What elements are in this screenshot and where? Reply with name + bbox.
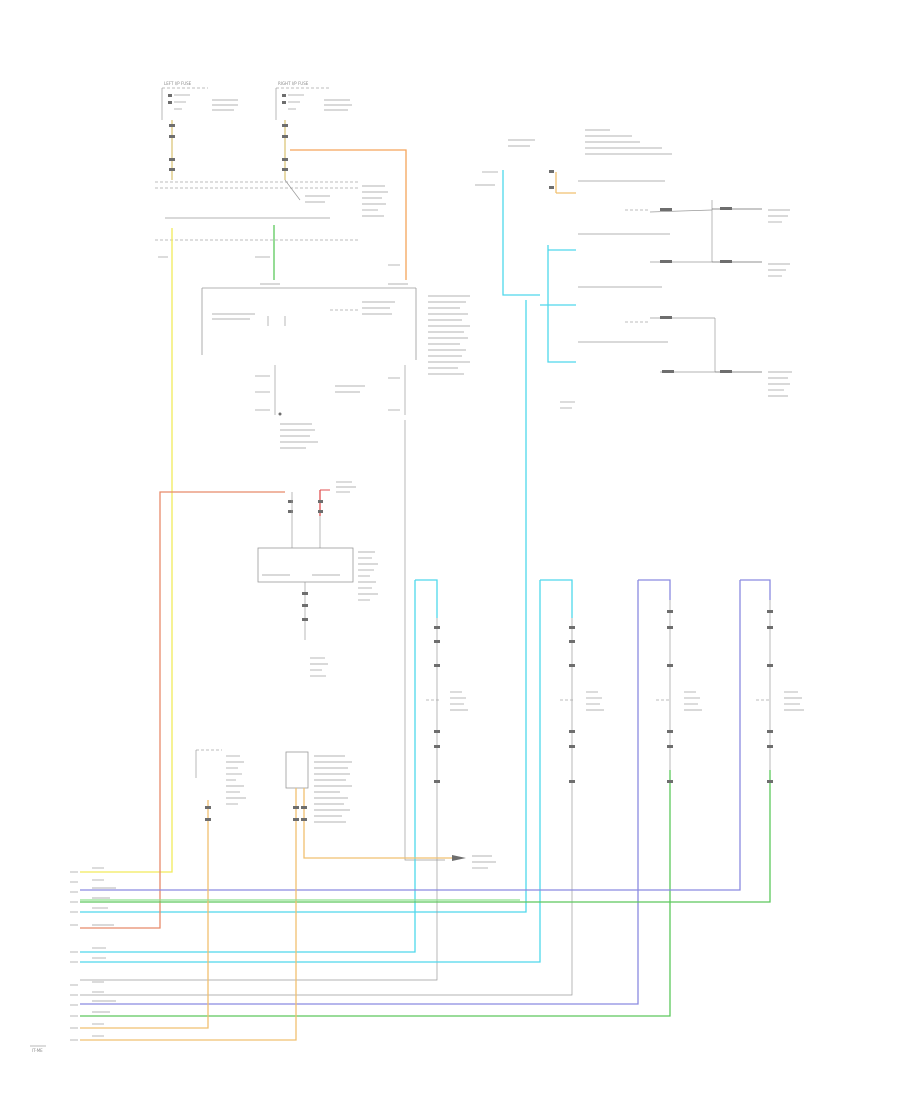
lower-module-left	[80, 749, 246, 1029]
bus-connector-pins	[30, 867, 116, 1047]
control-module	[201, 283, 470, 449]
label-left-fuse: LEFT I/P FUSE	[164, 81, 192, 86]
page-code: IT-ME	[32, 1048, 43, 1053]
wire-salmon-main	[80, 491, 285, 929]
column-4	[80, 579, 804, 903]
door-switch-section	[475, 129, 792, 409]
lower-module-right	[80, 751, 455, 1041]
column-1	[80, 579, 468, 981]
fuse-block-right	[275, 87, 352, 120]
column-3	[80, 579, 702, 1017]
splice-block	[155, 179, 388, 241]
column-2	[80, 579, 604, 996]
wire-cyan-door-main	[502, 170, 540, 296]
wire-orange-top	[290, 149, 407, 280]
wire-gray-module	[404, 420, 445, 861]
wire-cyan-door-2	[547, 245, 576, 363]
output-connector	[452, 855, 496, 869]
wire-yellow-main	[80, 228, 173, 873]
wire-cyan-down	[80, 300, 527, 913]
fuse-connectors	[169, 120, 288, 180]
label-right-fuse: RIGHT I/P FUSE	[278, 81, 309, 86]
sensor-module	[257, 481, 378, 677]
fuse-block-left	[161, 87, 238, 120]
